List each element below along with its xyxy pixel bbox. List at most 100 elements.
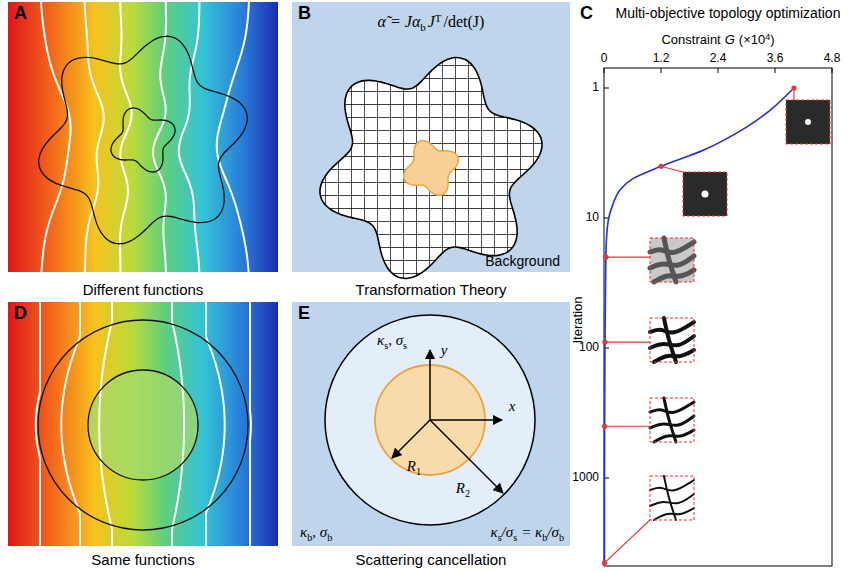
superscript: 4 xyxy=(765,33,770,43)
device-outline xyxy=(39,36,248,243)
label-text: B xyxy=(298,4,311,24)
design-inset xyxy=(683,172,727,216)
isotherm-line xyxy=(249,302,252,546)
text-group: κs/σs= κb/σb xyxy=(490,524,564,541)
core-field xyxy=(88,370,198,480)
sample-dot xyxy=(791,85,796,90)
panel-a-field xyxy=(8,2,278,272)
subscript: s xyxy=(384,339,388,350)
label-text: D xyxy=(14,304,27,324)
sample-dot xyxy=(602,339,607,344)
text-group: 10 xyxy=(586,211,599,224)
label-text: κ xyxy=(490,524,497,541)
device-core xyxy=(111,108,175,172)
text-group: 1000 xyxy=(572,471,599,484)
leader-line xyxy=(661,166,683,172)
isotherm-line xyxy=(99,302,112,546)
subscript: 2 xyxy=(465,487,470,498)
design-inset xyxy=(650,476,694,520)
isotherm-line xyxy=(172,302,184,546)
label-text: Iteration xyxy=(571,297,585,344)
scattering-cloak xyxy=(325,315,535,525)
label-text: R xyxy=(456,480,465,497)
label-text: Multi-objective topology optimization xyxy=(616,6,841,21)
label-text: 3.6 xyxy=(767,52,784,65)
text-group: R1 xyxy=(407,458,421,475)
subscript: s xyxy=(513,531,517,542)
label-text: 2.4 xyxy=(710,52,727,65)
label-text: R xyxy=(407,458,416,475)
text-group: 1 xyxy=(592,81,599,94)
label-text: (×10 xyxy=(739,33,765,47)
x-tick xyxy=(604,68,605,73)
subscript: b xyxy=(307,531,312,542)
label-text: κ xyxy=(377,332,384,349)
label-text: 1000 xyxy=(572,471,599,484)
text-group: D xyxy=(14,304,27,324)
label-text: κ xyxy=(300,524,307,541)
text-group: α̃ = JαbJT/det(J) xyxy=(378,13,485,31)
x-tick xyxy=(718,68,719,73)
text-group: κb, σb xyxy=(300,524,332,541)
text-group: C xyxy=(580,4,593,24)
isotherm-line xyxy=(120,2,132,272)
label-text: 0 xyxy=(601,52,608,65)
text-group: κs, σs xyxy=(377,332,407,349)
core-object xyxy=(404,141,459,196)
sample-dot xyxy=(658,164,663,169)
text-group: Multi-objective topology optimization xyxy=(616,6,841,21)
text-group: 100 xyxy=(579,341,599,354)
label-text: A xyxy=(14,4,27,24)
text-group: y xyxy=(441,342,448,359)
label-text: 10 xyxy=(586,211,599,224)
superscript: T xyxy=(435,13,442,25)
isotherm-line xyxy=(217,2,249,272)
text-group: 1.2 xyxy=(653,52,670,65)
isotherm-line xyxy=(153,2,166,272)
label-text: 1 xyxy=(592,81,599,94)
design-inset xyxy=(650,398,694,442)
text-group: x xyxy=(509,398,516,415)
core-outline xyxy=(88,370,198,480)
label-text: 100 xyxy=(579,341,599,354)
isotherm-line xyxy=(179,2,200,272)
label-text: Transformation Theory xyxy=(356,282,507,299)
design-inset xyxy=(786,100,830,144)
text-group: Same functions xyxy=(91,552,194,569)
x-tick xyxy=(661,68,662,73)
label-text: J xyxy=(428,13,435,31)
transformed-grid xyxy=(320,58,542,279)
optimization-plot xyxy=(602,68,832,566)
label-text: y xyxy=(441,342,448,359)
leader-line xyxy=(604,520,650,563)
label-text: ) xyxy=(770,33,774,47)
convergence-curve xyxy=(604,88,794,563)
text-group: Transformation Theory xyxy=(356,282,507,299)
subscript: s xyxy=(498,531,502,542)
panel-e-ground xyxy=(292,302,570,546)
label-text: G xyxy=(725,33,735,47)
text-group: Different functions xyxy=(83,282,204,299)
label-text: , σ xyxy=(388,332,403,349)
leader-line xyxy=(605,426,650,427)
text-group: 3.6 xyxy=(767,52,784,65)
subscript: b xyxy=(559,531,564,542)
label-text: Constraint xyxy=(661,33,720,47)
label-text: α̃ = Jα xyxy=(378,13,421,31)
sample-dot xyxy=(602,560,607,565)
label-text: Scattering cancellation xyxy=(356,552,507,569)
isotherm-line xyxy=(206,302,225,546)
text-group: Constraint G (×104) xyxy=(661,33,774,47)
label-text: 1.2 xyxy=(653,52,670,65)
subscript: s xyxy=(403,339,407,350)
x-tick xyxy=(775,68,776,73)
label-text: Different functions xyxy=(83,282,204,299)
label-text: /det(J) xyxy=(444,13,485,31)
text-group: 4.8 xyxy=(824,52,841,65)
subscript: b xyxy=(542,531,547,542)
leader-line xyxy=(605,341,650,342)
label-text: Background xyxy=(485,254,560,269)
panel-d-field xyxy=(8,302,278,546)
text-group: Scattering cancellation xyxy=(356,552,507,569)
label-text: , σ xyxy=(312,524,327,541)
